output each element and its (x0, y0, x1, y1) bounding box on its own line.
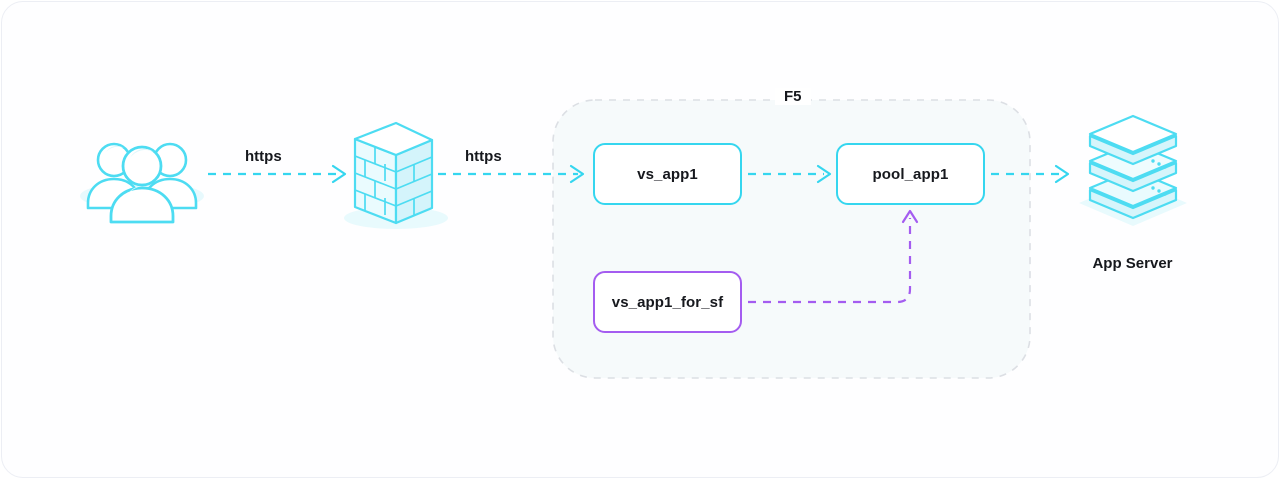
node-pool-app1-label: pool_app1 (872, 165, 949, 183)
server-stack-icon (1079, 114, 1187, 226)
edge-label-https-users-firewall: https (245, 148, 282, 165)
connector-vs-app1-to-pool-app1 (748, 164, 832, 184)
connector-firewall-to-vs-app1 (438, 164, 585, 184)
node-vs-app1[interactable]: vs_app1 (593, 143, 742, 205)
node-vs-app1-for-sf[interactable]: vs_app1_for_sf (593, 271, 742, 333)
firewall-brick-wall-icon (344, 121, 448, 229)
f5-container-boundary (552, 99, 1031, 379)
f5-container-label: F5 (775, 88, 811, 105)
users-group-icon (80, 142, 204, 224)
connector-users-to-firewall (208, 164, 347, 184)
node-vs-app1-for-sf-label: vs_app1_for_sf (611, 293, 724, 311)
node-pool-app1[interactable]: pool_app1 (836, 143, 985, 205)
connector-pool-app1-to-app-server (991, 164, 1070, 184)
app-server-label: App Server (1092, 255, 1173, 272)
node-vs-app1-label: vs_app1 (637, 165, 698, 183)
f5-container-group (552, 99, 1031, 379)
connector-vs-app1-for-sf-to-pool-app1 (748, 209, 919, 304)
edge-label-https-firewall-vs: https (465, 148, 502, 165)
